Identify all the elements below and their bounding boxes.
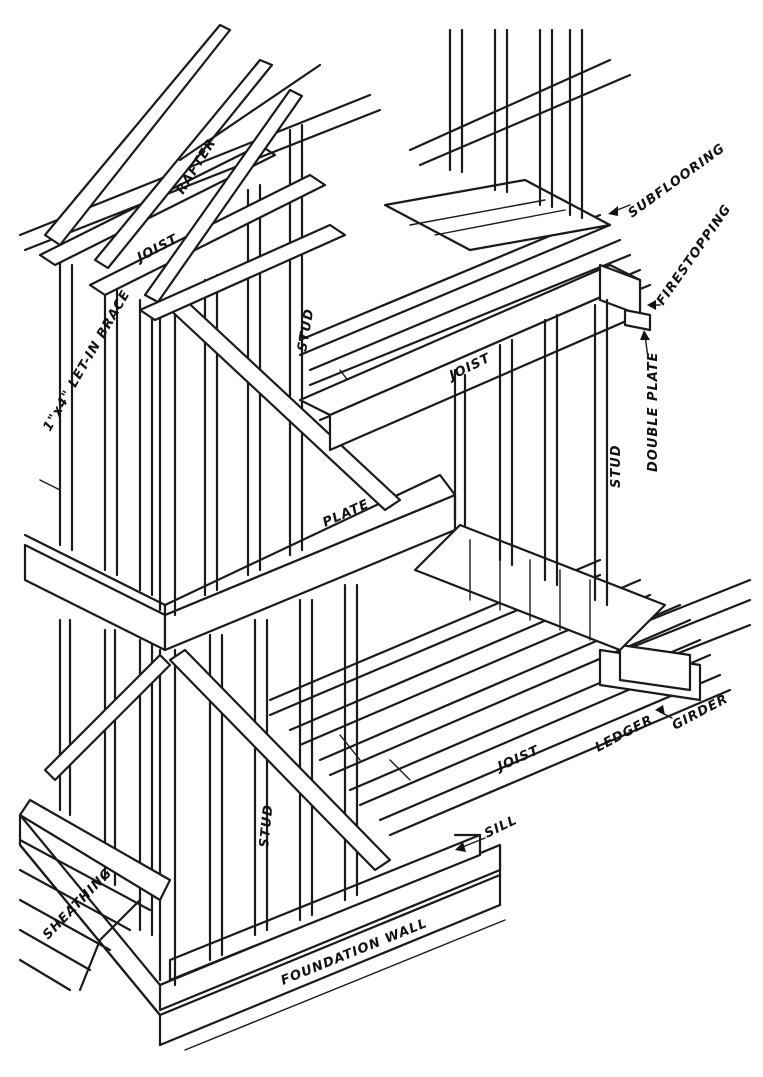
right-wall-studs [453,298,609,607]
subflooring [383,178,612,252]
leader-arrows [455,204,673,852]
foundation-wall [18,813,506,1051]
girder [598,643,702,702]
label-subflooring: SUBFLOORING [626,141,729,221]
label-let-in-brace: 1"x4" LET-IN BRACE [40,288,133,434]
firestopping [623,308,652,332]
label-firestopping: FIRESTOPPING [654,202,735,308]
label-double-plate: DOUBLE PLATE [646,352,661,472]
label-ledger: LEDGER [593,712,656,755]
label-joist-lower: JOIST [493,743,542,776]
label-stud-right: STUD [609,444,624,488]
sheathing [18,798,172,992]
rafters [43,23,322,304]
top-studs [408,28,632,220]
lower-braces [43,648,392,872]
label-stud-upper: STUD [295,307,317,353]
lower-subfloor [413,523,667,652]
sill [168,833,482,982]
middle-joist-beam [298,263,642,452]
label-stud-lower: STUD [257,804,276,849]
label-sill: SILL [482,813,520,842]
